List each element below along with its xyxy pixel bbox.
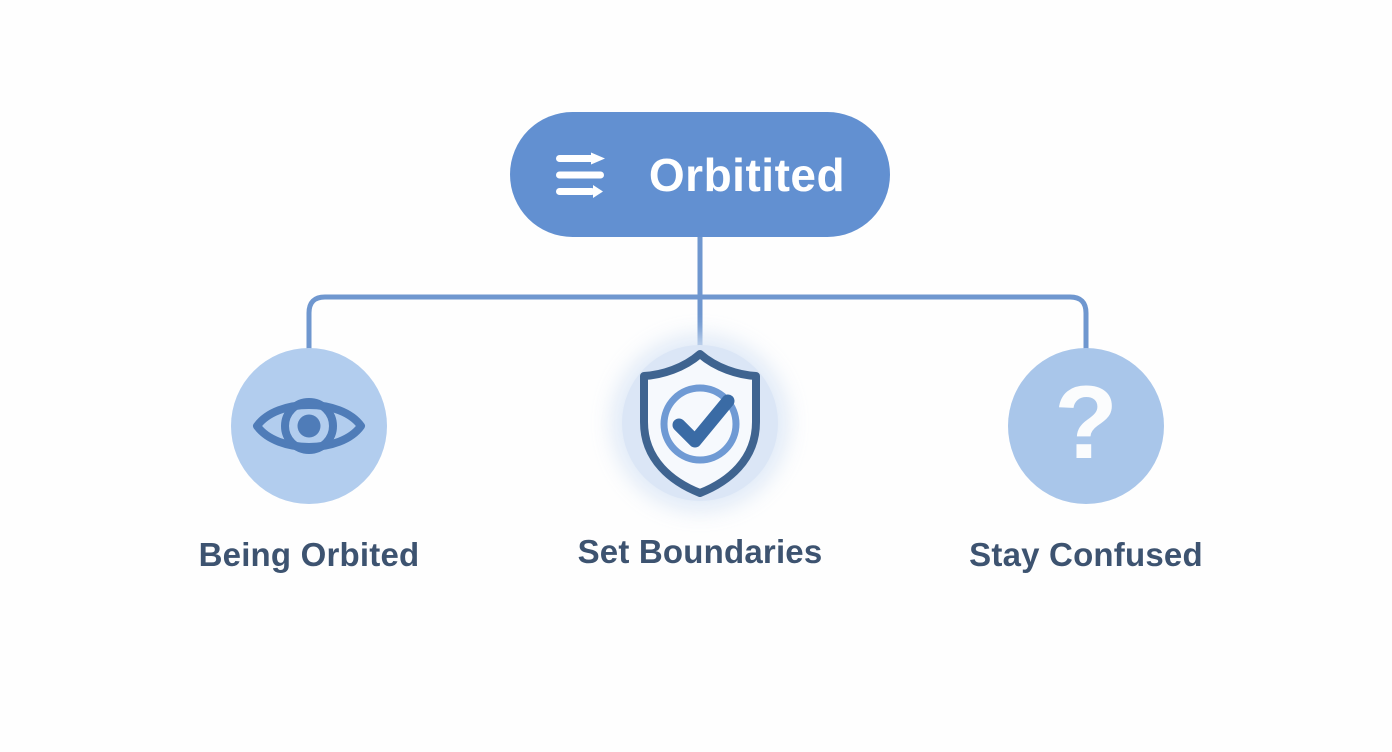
node-label: Set Boundaries	[577, 533, 823, 570]
node-icon-circle	[622, 345, 778, 501]
node-stay-confused[interactable]: ? Stay Confused	[926, 348, 1246, 571]
node-icon-circle: ?	[1008, 348, 1164, 504]
question-mark-icon: ?	[1054, 365, 1118, 481]
node-label: Stay Confused	[969, 536, 1203, 573]
node-being-orbited[interactable]: Being Orbited	[149, 348, 469, 571]
root-node-label: Orbitited	[648, 148, 846, 201]
connector-branch-right	[697, 294, 1089, 355]
node-set-boundaries[interactable]: Set Boundaries	[540, 345, 860, 568]
transfer-arrows-icon	[555, 152, 605, 198]
root-node-orbitited[interactable]: Orbitited	[510, 112, 890, 237]
shield-check-icon	[640, 350, 760, 497]
eye-icon	[253, 398, 365, 454]
node-label: Being Orbited	[198, 536, 420, 573]
node-icon-circle	[231, 348, 387, 504]
connector-branch-left	[306, 294, 703, 355]
